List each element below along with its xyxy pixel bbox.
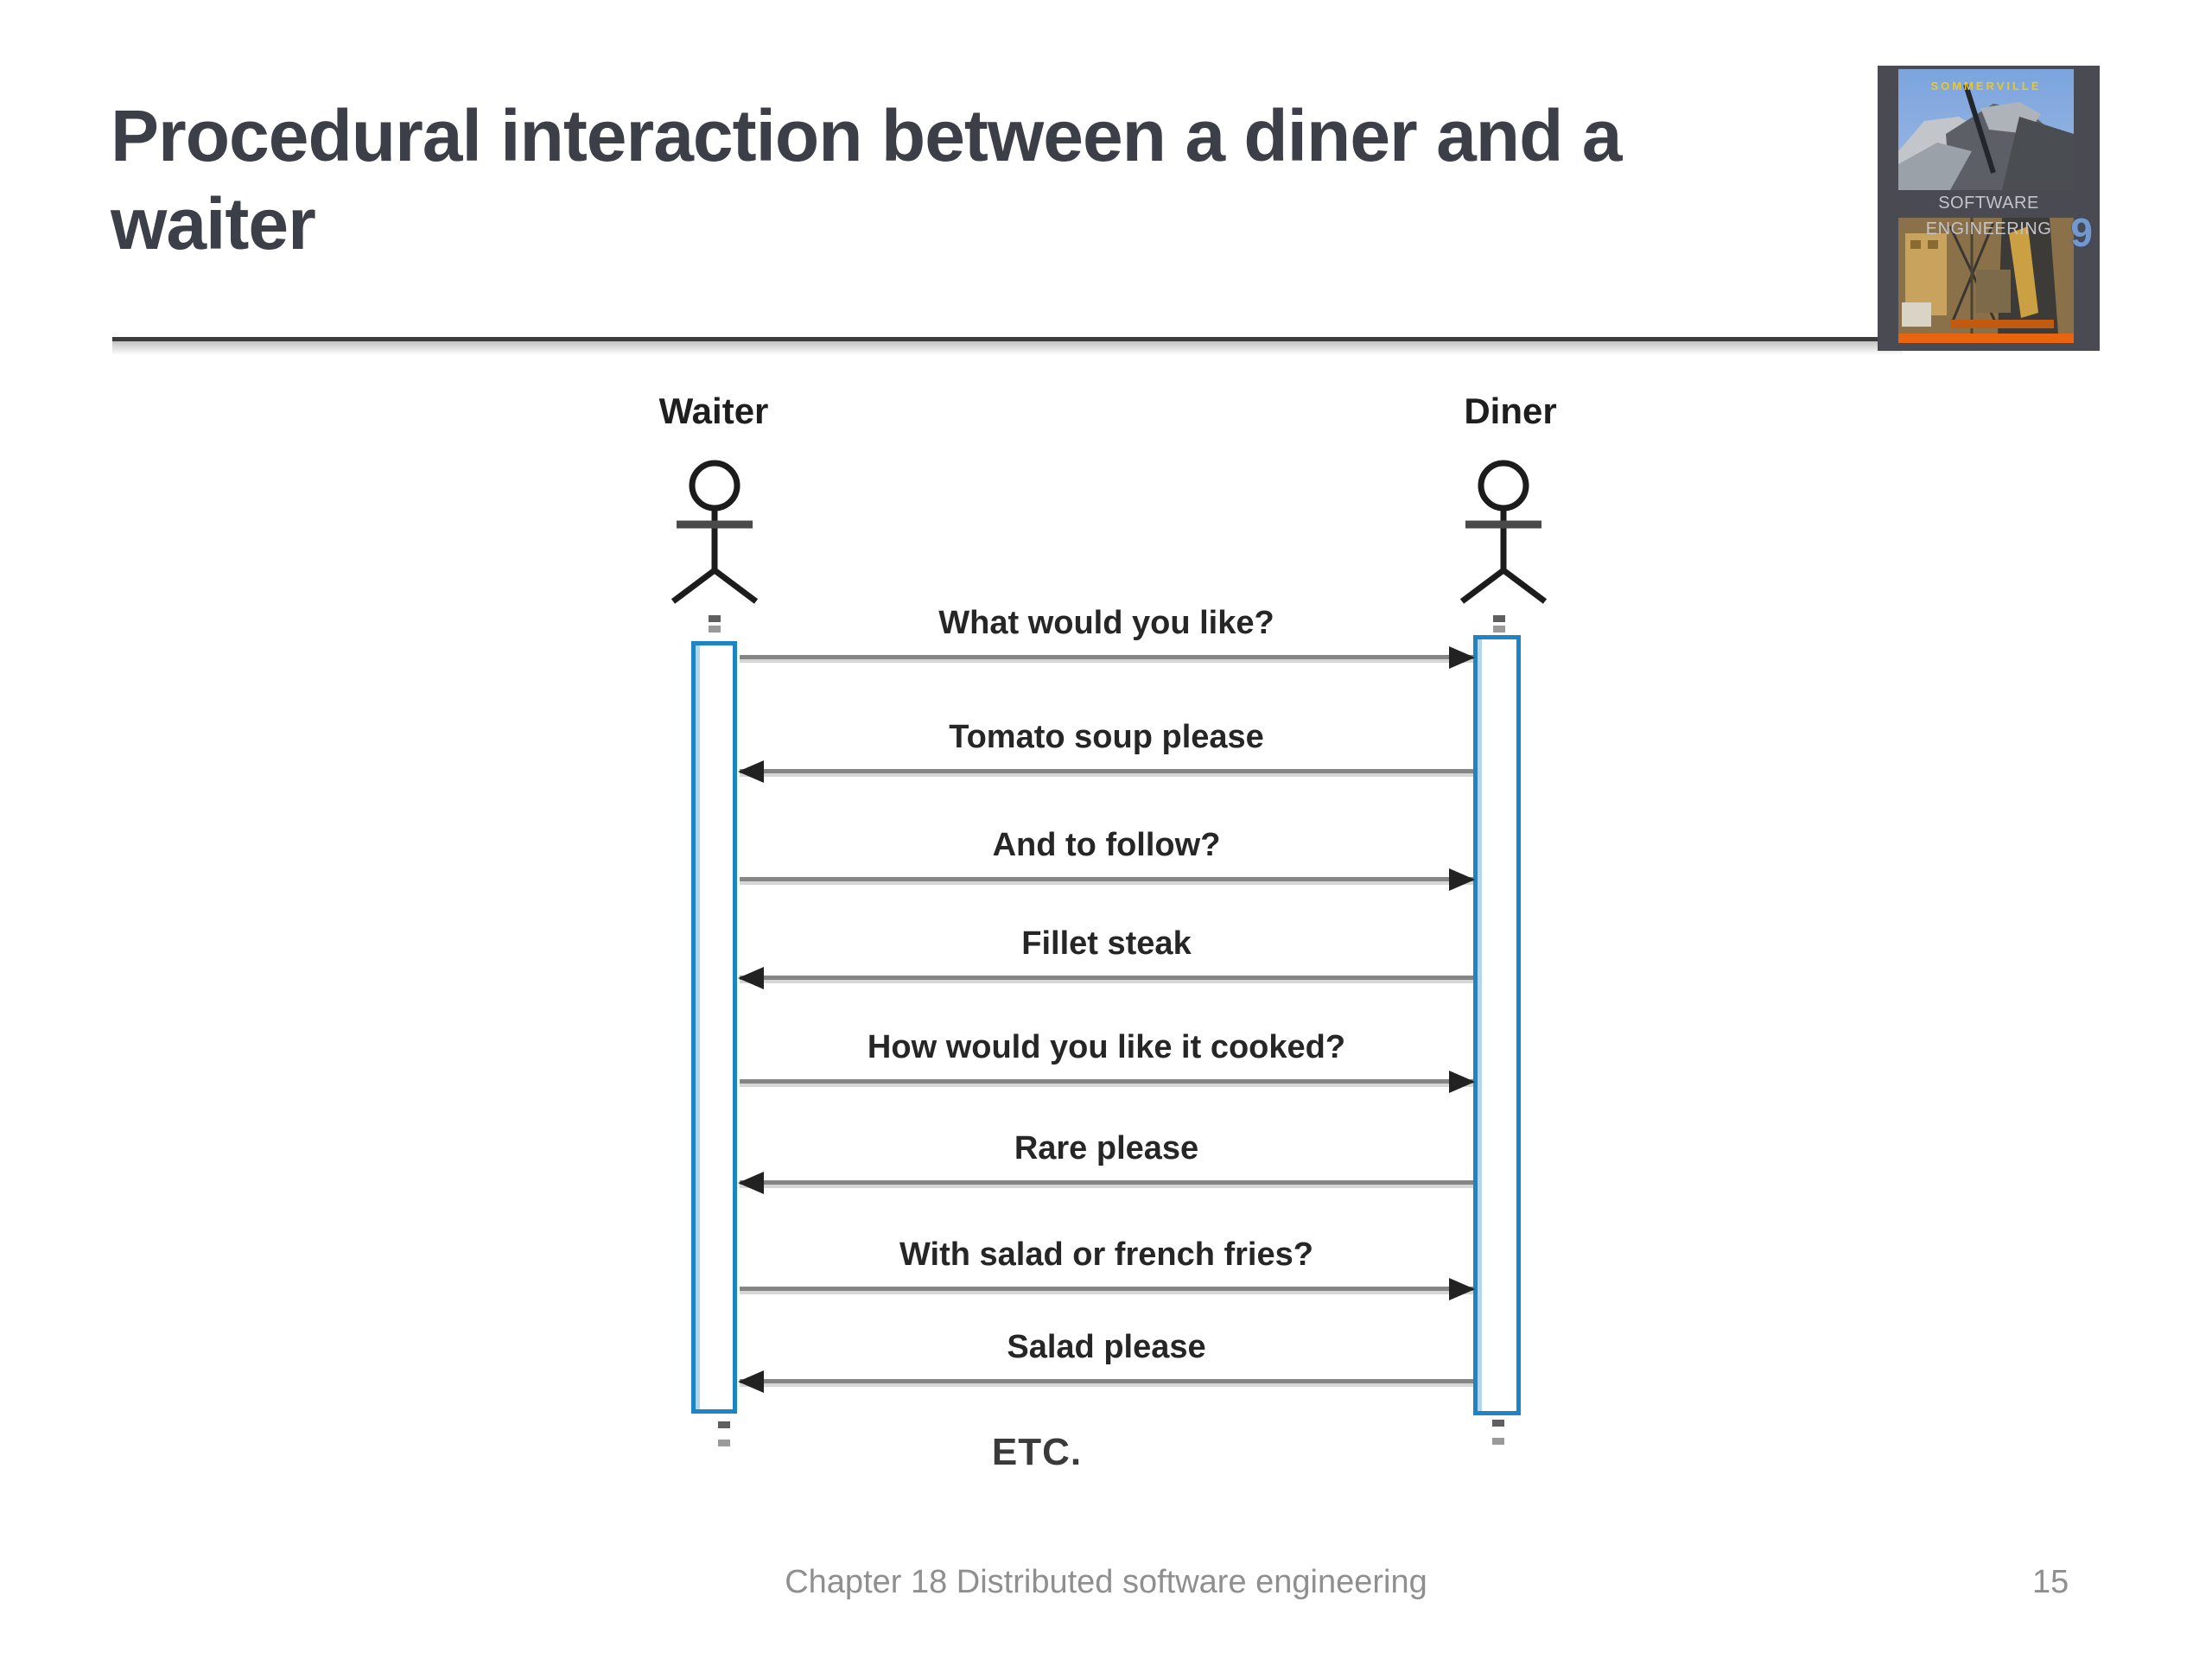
footer-chapter-label: Chapter 18 Distributed software engineer… [785, 1564, 1427, 1600]
construction-site-image [1898, 218, 2074, 334]
title-divider-rule [112, 337, 1903, 355]
message-tomato-soup-please: Tomato soup please [740, 719, 1473, 779]
page-number: 15 [2032, 1564, 2069, 1600]
message-label: Rare please [1014, 1130, 1199, 1166]
message-label: What would you like? [938, 605, 1274, 641]
message-rare-please: Rare please [740, 1130, 1473, 1190]
diner-lifeline-dash [1492, 1420, 1504, 1427]
message-arrow-right [740, 877, 1473, 881]
book-cover-edition-number: 9 [2070, 210, 2093, 255]
diner-lifeline-dash [1493, 626, 1505, 632]
book-cover-title: SOFTWARE ENGINEERING [1925, 194, 2052, 238]
message-label: Fillet steak [1021, 925, 1192, 962]
book-cover-orange-strip [1898, 334, 2074, 343]
diner-actor-icon [1459, 460, 1548, 604]
message-arrow-left [740, 1180, 1473, 1185]
waiter-actor-icon [671, 460, 759, 604]
waiter-lifeline-dash [718, 1421, 730, 1428]
message-salad-please: Salad please [740, 1329, 1473, 1389]
book-cover-author: SOMMERVILLE [1930, 79, 2042, 92]
diner-activation-bar [1473, 635, 1521, 1415]
page-title: Procedural interaction between a diner a… [111, 95, 1622, 264]
message-label: With salad or french fries? [899, 1236, 1313, 1273]
waiter-activation-bar [691, 641, 737, 1414]
message-arrow-right [740, 1287, 1473, 1291]
book-cover: SOMMERVILLE SOFTWARE ENGINEERING 9 [1878, 66, 2100, 351]
guggenheim-building-image [1898, 84, 2074, 190]
message-label: Tomato soup please [949, 719, 1264, 755]
waiter-lifeline-dash [709, 615, 721, 622]
message-label: How would you like it cooked? [867, 1029, 1346, 1065]
message-with-salad-or-french-fries: With salad or french fries? [740, 1236, 1473, 1296]
message-arrow-left [740, 1379, 1473, 1383]
message-label: And to follow? [992, 827, 1221, 863]
message-what-would-you-like: What would you like? [740, 605, 1473, 664]
actor-label-waiter: Waiter [658, 391, 769, 431]
message-how-would-you-like-it-cooked: How would you like it cooked? [740, 1029, 1473, 1089]
diner-lifeline-dash [1492, 1438, 1504, 1445]
message-arrow-right [740, 655, 1473, 659]
actor-label-diner: Diner [1464, 391, 1557, 431]
message-arrow-right [740, 1079, 1473, 1084]
diner-lifeline-dash [1493, 615, 1505, 622]
waiter-lifeline-dash [718, 1440, 730, 1446]
book-cover-photo-construction [1898, 218, 2074, 334]
waiter-lifeline-dash [709, 626, 721, 632]
message-arrow-left [740, 976, 1473, 980]
message-label: Salad please [1007, 1329, 1206, 1365]
message-arrow-left [740, 769, 1473, 773]
message-and-to-follow: And to follow? [740, 827, 1473, 887]
etc-continuation-label: ETC. [991, 1431, 1083, 1473]
message-fillet-steak: Fillet steak [740, 925, 1473, 985]
book-cover-photo-sky [1898, 69, 2074, 190]
